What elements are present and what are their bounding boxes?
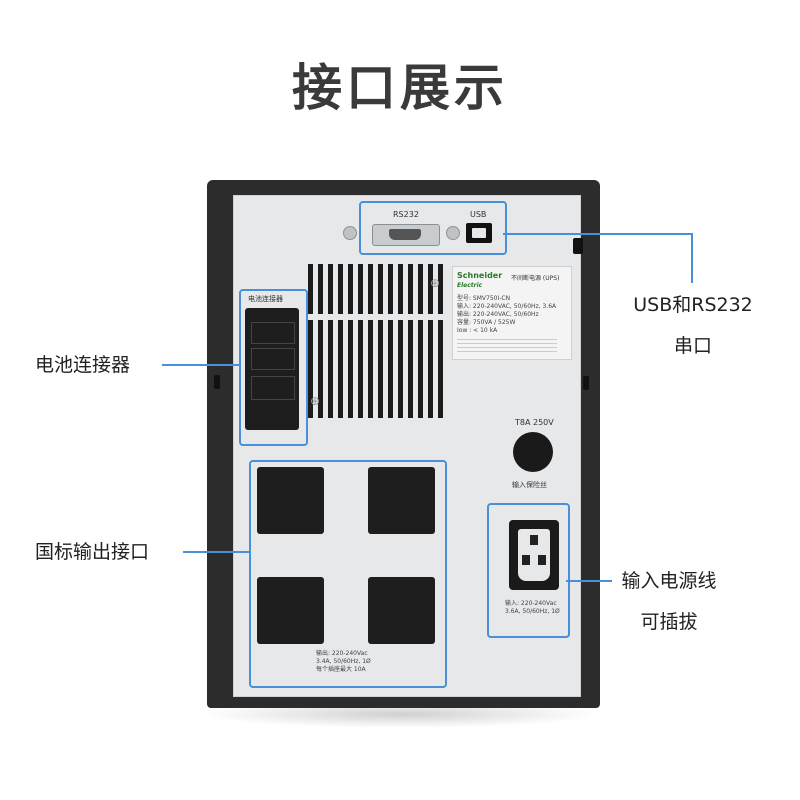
fuse-holder[interactable] (513, 432, 553, 472)
page-title: 接口展示 (292, 59, 508, 117)
battery-callout-line (162, 364, 239, 366)
output-callout-line (183, 551, 249, 553)
connector-slot (251, 348, 295, 370)
output-note-line: 输出: 220-240Vac (316, 650, 368, 657)
rs232-port[interactable] (372, 224, 440, 246)
output-socket[interactable] (368, 467, 435, 534)
nameplate: Schneider Electric 不间断电源 (UPS) 型号: SMV75… (452, 266, 572, 360)
usb-rs232-callout-line (503, 233, 691, 235)
iec-pin (530, 535, 538, 545)
db9-connector-icon (389, 229, 421, 240)
spec-line: 容量: 750VA / 525W (457, 319, 516, 326)
iec-input-connector[interactable] (509, 520, 559, 590)
vent-grille-bottom (308, 320, 443, 418)
input-callout-label: 输入电源线 可插拔 (614, 566, 724, 634)
usb-rs232-callout-line1: USB和RS232 (633, 294, 753, 316)
barcode-area (457, 339, 557, 353)
brand-logo: Schneider Electric (457, 271, 502, 289)
input-note-line: 输入: 220-240Vac (505, 600, 557, 607)
usb-rs232-callout-box (359, 201, 507, 255)
usb-label: USB (470, 210, 487, 219)
input-callout-line2: 可插拔 (640, 611, 698, 633)
usb-rs232-callout-line (691, 233, 693, 283)
fuse-label: 输入保险丝 (512, 481, 547, 489)
connector-slot (251, 322, 295, 344)
battery-connector-callout-box (239, 289, 308, 446)
battery-connector[interactable] (245, 308, 299, 430)
iec-pin (538, 555, 546, 565)
output-note-line: 每个插座最大 10A (316, 666, 366, 673)
spec-line: 输入: 220-240VAC, 50/60Hz, 3.6A (457, 303, 557, 310)
battery-callout-label: 电池连接器 (35, 354, 131, 376)
chassis-slot-left (214, 375, 220, 389)
screw-icon (343, 226, 357, 240)
input-callout-line1: 输入电源线 (621, 570, 717, 592)
iec-socket-icon (518, 529, 550, 581)
iec-pin (522, 555, 530, 565)
fuse-rating: T8A 250V (515, 418, 554, 427)
output-socket[interactable] (368, 577, 435, 644)
brand-sub: Electric (457, 282, 483, 289)
output-socket[interactable] (257, 467, 324, 534)
usb-rs232-callout-label: USB和RS232 串口 (608, 290, 778, 358)
battery-connector-panel-label: 电池连接器 (248, 295, 283, 303)
brand-name: Schneider (457, 271, 503, 280)
product-name: 不间断电源 (UPS) (511, 275, 560, 282)
input-callout-line (566, 580, 612, 582)
spec-line: 型号: SMV750I-CN (457, 295, 511, 302)
spec-line: Iow : < 10 kA (457, 327, 498, 334)
input-note: 输入: 220-240Vac 3.6A, 50/60Hz, 1Ø (505, 600, 560, 616)
connector-slot (251, 376, 295, 400)
output-callout-label: 国标输出接口 (35, 541, 150, 563)
input-callout-box (487, 503, 570, 638)
usb-port[interactable] (466, 223, 492, 243)
rs232-label: RS232 (393, 210, 419, 219)
spec-line: 输出: 220-240VAC, 50/60Hz (457, 311, 539, 318)
screw-icon: ⊕ (310, 394, 321, 408)
usb-rs232-callout-line2: 串口 (673, 335, 712, 357)
screw-icon (446, 226, 460, 240)
chassis-slot-right-top (573, 238, 583, 254)
nameplate-specs: 型号: SMV750I-CN 输入: 220-240VAC, 50/60Hz, … (457, 295, 556, 335)
chassis-slot-right (583, 376, 589, 390)
output-socket[interactable] (257, 577, 324, 644)
vent-grille-top (308, 264, 443, 314)
usb-b-icon (472, 228, 486, 238)
output-callout-box (249, 460, 447, 688)
output-note: 输出: 220-240Vac 3.4A, 50/60Hz, 1Ø 每个插座最大 … (316, 650, 371, 674)
input-note-line: 3.6A, 50/60Hz, 1Ø (505, 608, 560, 615)
screw-icon: ⊕ (430, 276, 441, 290)
output-note-line: 3.4A, 50/60Hz, 1Ø (316, 658, 371, 665)
